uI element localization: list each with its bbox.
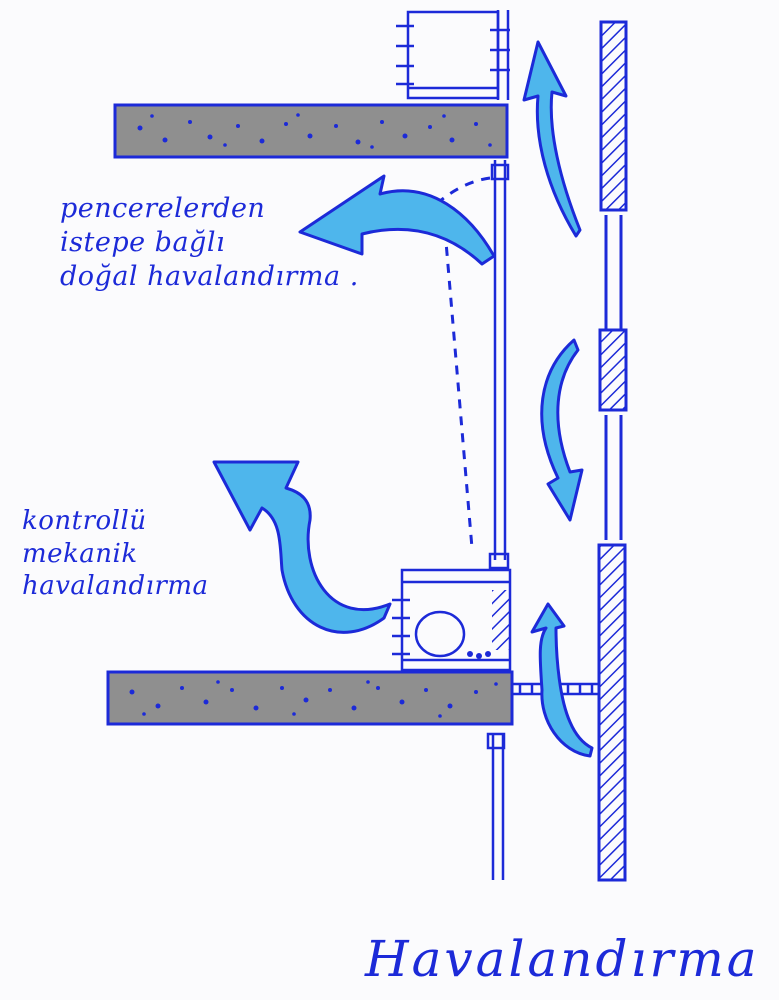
mechanical-ventilation-line-1: kontrollü — [22, 506, 147, 536]
natural-ventilation-line-2: istepe bağlı — [60, 226, 226, 258]
outer-facade-skin — [597, 20, 628, 882]
upper-ventilation-unit — [396, 10, 510, 100]
mechanical-ventilation-unit — [392, 568, 512, 672]
mechanical-ventilation-label: kontrollü mekanik havalandırma — [22, 505, 209, 603]
cavity-downflow-arrow — [540, 338, 584, 522]
mechanical-ventilation-line-3: havalandırma — [22, 571, 209, 601]
mechanical-airflow-arrow — [212, 460, 392, 634]
natural-ventilation-line-3: doğal havalandırma . — [60, 260, 359, 292]
inner-facade-glazing — [486, 10, 510, 880]
natural-ventilation-label: pencerelerden istepe bağlı doğal havalan… — [60, 192, 359, 293]
cavity-upflow-arrow — [522, 40, 582, 238]
upper-floor-slab — [113, 103, 509, 159]
lower-floor-slab — [106, 670, 514, 726]
intake-airflow-arrow — [530, 602, 594, 758]
mechanical-ventilation-line-2: mekanik — [22, 538, 138, 569]
natural-ventilation-line-1: pencerelerden — [60, 193, 266, 224]
fan-icon — [414, 610, 466, 658]
diagram-title: Havalandırma — [365, 930, 760, 988]
natural-airflow-arrow — [298, 174, 496, 266]
